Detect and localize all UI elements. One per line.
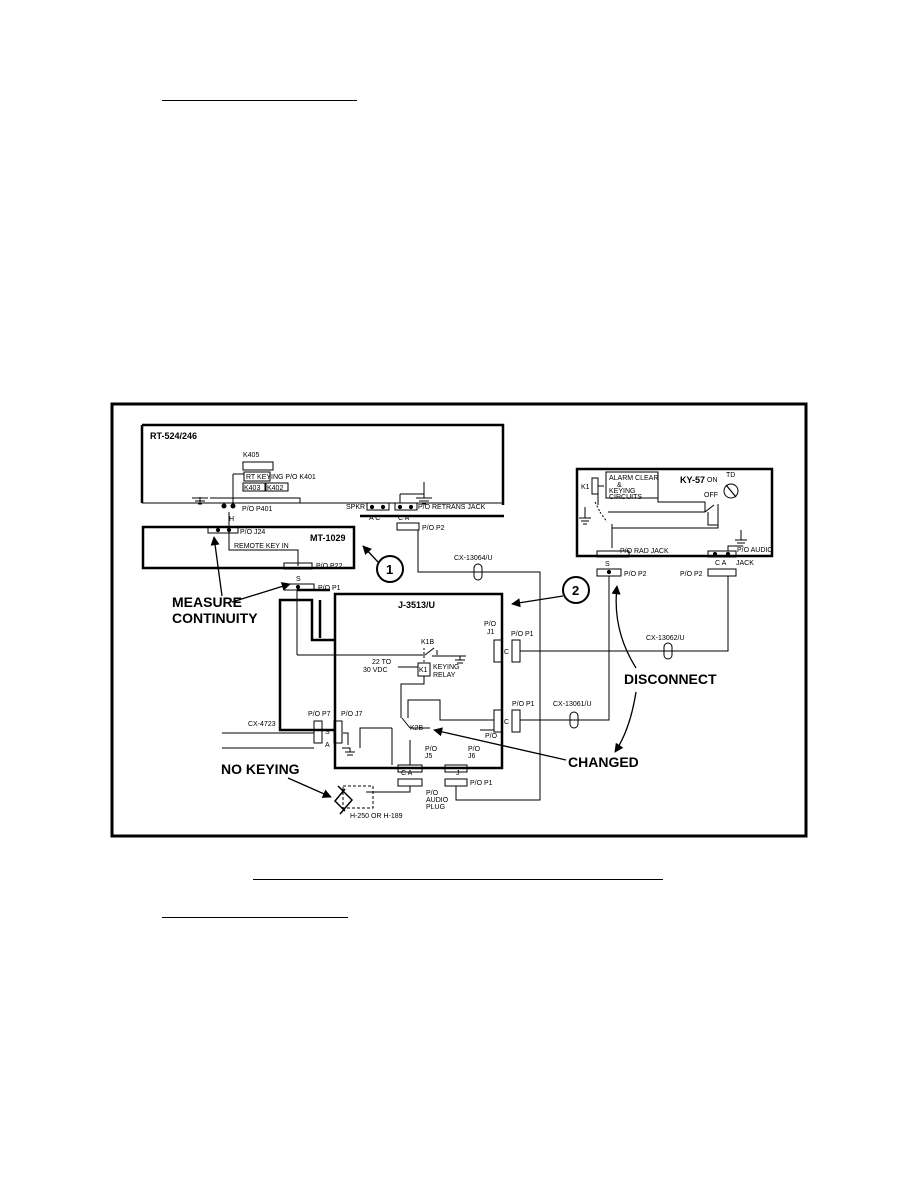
heading-underline-top	[162, 100, 357, 101]
p7-label: P/O P7	[308, 711, 331, 718]
amp-label: &	[617, 482, 622, 489]
k405-label: K405	[243, 452, 259, 459]
k402-box	[265, 482, 289, 492]
cx13061-label: CX-13061/U	[553, 701, 592, 708]
td-label: TD	[726, 472, 735, 479]
rt-524-unit: RT-524/246 K405 RT KEYING P/O K401 K403 …	[140, 423, 505, 532]
p1b-label: P/O P1	[512, 701, 535, 708]
p22-label: P/O P22	[316, 563, 343, 570]
alarm-label: ALARM CLEAR	[609, 475, 658, 482]
k1-label: K1	[419, 667, 428, 674]
j24-label: P/O J24	[240, 529, 265, 536]
k402-label: K402	[267, 485, 283, 492]
off-label: OFF	[704, 492, 718, 499]
rt-p2-label: P/O P2	[422, 525, 445, 532]
ky-k1-label: K1	[581, 484, 590, 491]
ca-pin-label: C A	[398, 515, 410, 522]
j3513-title: J-3513/U	[398, 600, 435, 610]
jack-label: JACK	[736, 560, 754, 567]
caption-underline	[253, 879, 663, 880]
handset-label: H-250 OR H-189	[350, 813, 403, 820]
callout-1	[376, 555, 404, 583]
spkr-label: SPKR	[346, 504, 365, 511]
callout-2	[562, 576, 590, 604]
changed-label: CHANGED	[568, 754, 639, 770]
callouts: 1 2 MEASURE CONTINUITY DISCONNECT CHANGE…	[172, 536, 717, 798]
c-pin-2: C	[504, 719, 509, 726]
j1-label: J1	[487, 629, 495, 636]
p7-a-label: A	[325, 742, 330, 749]
ky-s-label: S	[605, 561, 610, 568]
continuity-label: CONTINUITY	[172, 610, 258, 626]
p1a-label: P/O P1	[511, 631, 534, 638]
rt-keying-label: RT KEYING P/O K401	[246, 474, 316, 481]
disconnect-label: DISCONNECT	[624, 671, 717, 687]
mt-title: MT-1029	[310, 533, 346, 543]
cables: CX-13064/U CX-13062/U CX-13061/U CX-4723	[248, 530, 729, 729]
ac-pin-label: A C	[369, 515, 380, 522]
h-pin-label: H	[229, 516, 234, 523]
ky-57-unit: KY-57 K1 ALARM CLEAR & KEYING CIRCUITS O…	[575, 467, 773, 578]
po2-label: P/O	[485, 733, 498, 740]
pj5-label: P/O	[425, 746, 438, 753]
measure-label: MEASURE	[172, 594, 242, 610]
ky-p2b-label: P/O P2	[680, 571, 703, 578]
audio-plug-label: AUDIO	[426, 797, 449, 804]
ky-ca-label: C A	[715, 560, 727, 567]
ky-title: KY-57	[680, 475, 705, 485]
mt-p1-label: P/O P1	[318, 585, 341, 592]
k1b-label: K1B	[421, 639, 435, 646]
j6-label: J6	[468, 753, 476, 760]
mt-s-label: S	[296, 576, 301, 583]
heading-underline-bottom	[162, 917, 348, 918]
k403-label: K403	[244, 485, 260, 492]
remote-key-label: REMOTE KEY IN	[234, 543, 289, 550]
handset: P/O AUDIO PLUG H-250 OR H-189	[333, 785, 449, 820]
figure-frame	[110, 402, 808, 838]
cx13064-label: CX-13064/U	[454, 555, 493, 562]
k405-relay	[242, 461, 274, 471]
j5-ca-label: C A	[401, 770, 413, 777]
cx13062-label: CX-13062/U	[646, 635, 685, 642]
callout-2-label: 2	[572, 583, 579, 598]
mt-1029-unit: MT-1029 P/O J24 REMOTE KEY IN P/O P22 S …	[141, 512, 356, 592]
j-3513-unit: J-3513/U P/O J1 C P/O P1 K1B 22 TO 30 VD…	[222, 576, 541, 801]
rad-jack-label: P/O RAD JACK	[620, 548, 669, 555]
circuits-label: CIRCUITS	[609, 494, 642, 501]
j5-label: J5	[425, 753, 433, 760]
k403-box	[242, 482, 266, 492]
audio-po-label: P/O	[426, 790, 439, 797]
rt-title: RT-524/246	[150, 431, 197, 441]
relay-label: RELAY	[433, 672, 456, 679]
j6-j-label: J	[456, 770, 460, 777]
keying-relay-label: KEYING	[433, 664, 459, 671]
p7-s-label: S	[325, 729, 330, 736]
po-j1-label: P/O	[484, 621, 497, 628]
k2b-label: K2B	[410, 725, 424, 732]
on-label: ON	[707, 477, 718, 484]
callout-1-label: 1	[386, 562, 393, 577]
rt-keying-relay	[243, 471, 271, 482]
vdc-label-1: 22 TO	[372, 659, 392, 666]
p1c-label: P/O P1	[470, 780, 493, 787]
audio-label: P/O AUDIO	[737, 547, 773, 554]
vdc-label-2: 30 VDC	[363, 667, 388, 674]
p401-label: P/O P401	[242, 506, 272, 513]
c-pin-1: C	[504, 649, 509, 656]
cx4723-label: CX-4723	[248, 721, 276, 728]
pj6-label: P/O	[468, 746, 481, 753]
retrans-label: P/O RETRANS JACK	[418, 504, 486, 511]
j7-label: P/O J7	[341, 711, 363, 718]
no-keying-label: NO KEYING	[221, 761, 300, 777]
keying-label: KEYING	[609, 488, 635, 495]
ky-p2a-label: P/O P2	[624, 571, 647, 578]
plug-label: PLUG	[426, 804, 445, 811]
